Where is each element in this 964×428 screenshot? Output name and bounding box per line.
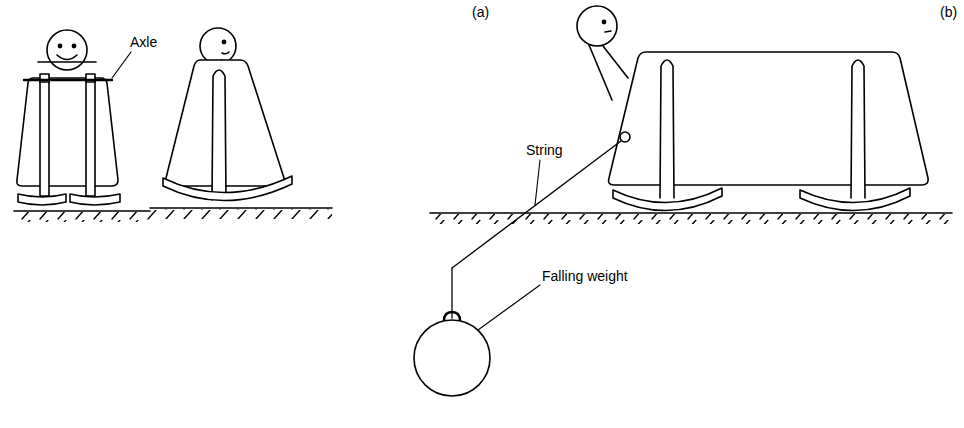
front-view (17, 30, 131, 205)
panel-label: (a) (470, 4, 491, 20)
ground (14, 208, 952, 224)
side-view (163, 28, 292, 201)
walker-with-weight (414, 6, 928, 396)
part-label: Falling weight (540, 268, 630, 284)
part-label: Axle (128, 34, 159, 50)
panel-label: (b) (938, 4, 959, 20)
part-label: String (524, 142, 565, 158)
